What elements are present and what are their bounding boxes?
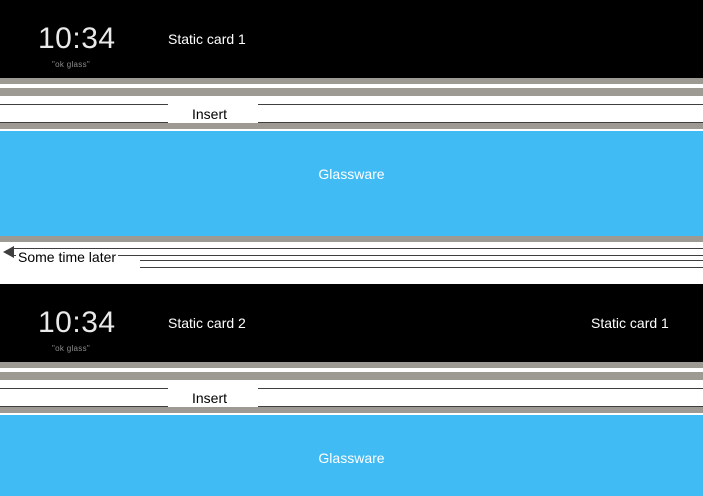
timeline-strip-1c <box>0 123 703 129</box>
insert-label-1: Insert <box>189 106 231 122</box>
some-time-later-line-top <box>12 248 703 256</box>
glassware-label-2: Glassware <box>318 450 385 466</box>
timeline-strip-1a <box>0 78 703 84</box>
timeline-strip-2b <box>0 372 703 380</box>
insert-label-2: Insert <box>189 390 231 406</box>
timeline-strip-1b <box>0 88 703 96</box>
clock-time-2: 10:34 <box>38 306 116 339</box>
some-time-later-line-bottom <box>140 260 703 268</box>
timeline-strip-mid-a <box>0 236 703 242</box>
glass-card-row-1: 10:34 "ok glass" Static card 1 <box>0 0 703 78</box>
timeline-strip-2a <box>0 362 703 368</box>
insert-bar-2 <box>0 388 703 407</box>
ok-glass-hint-1: "ok glass" <box>52 60 91 69</box>
ok-glass-hint-2: "ok glass" <box>52 344 91 353</box>
some-time-later-label: Some time later <box>16 249 119 265</box>
timeline-gap-2a <box>0 368 703 372</box>
timeline-strip-2c <box>0 407 703 413</box>
insert-bar-1 <box>0 104 703 123</box>
static-card-1-label-top: Static card 1 <box>168 31 246 47</box>
some-time-later-arrow-icon <box>3 246 14 258</box>
clock-time-1: 10:34 <box>38 22 116 55</box>
static-card-2-label: Static card 2 <box>168 315 246 331</box>
glassware-card-2: Glassware <box>0 415 703 496</box>
timeline-gap-1a <box>0 84 703 88</box>
glassware-card-1: Glassware <box>0 131 703 236</box>
glassware-label-1: Glassware <box>318 166 385 182</box>
static-card-1-label-bottom: Static card 1 <box>591 315 669 331</box>
glass-card-row-2: 10:34 "ok glass" Static card 2 Static ca… <box>0 284 703 362</box>
